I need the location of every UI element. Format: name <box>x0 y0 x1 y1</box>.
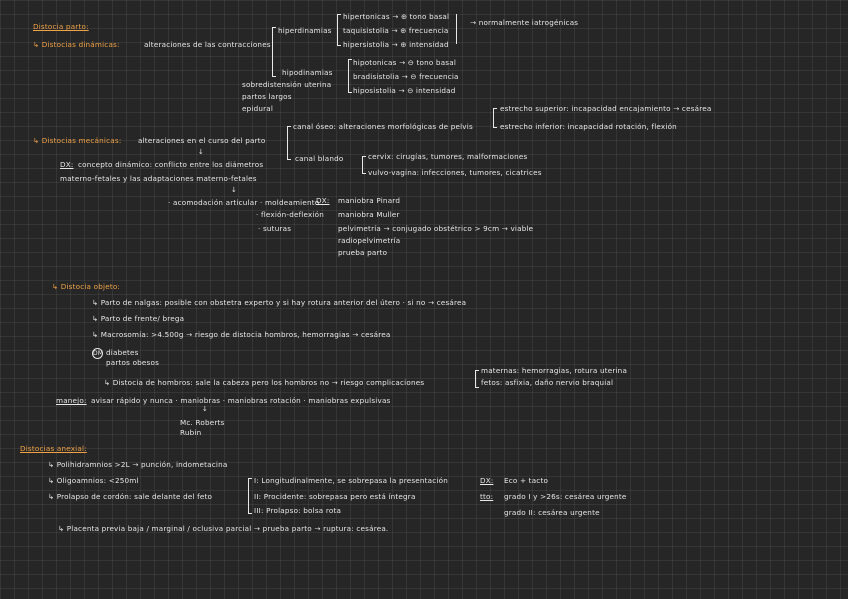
distocia-hombros: ↳ Distocia de hombros: sale la cabeza pe… <box>104 378 425 387</box>
anexial-item-1: ↳ Polihidramnios >2L → punción, indometa… <box>48 460 228 469</box>
tto-label: tto: <box>480 492 494 501</box>
dx-label-mecanicas: DX: <box>60 160 74 169</box>
mcroberts: Mc. Roberts <box>180 418 225 427</box>
suturas: · suturas <box>258 224 292 233</box>
prolapso-grado-1: I: Longitudinalmente, se sobrepasa la pr… <box>254 476 448 485</box>
hipodinamias-label: hipodinamias <box>282 68 333 77</box>
anexial-title: Distocias anexial: <box>20 444 87 453</box>
dx-anexial: Eco + tacto <box>504 476 549 485</box>
section-title-distocia-parto: Distocia parto: <box>33 22 89 31</box>
brace-dinamicas <box>272 27 276 77</box>
hipo-item-3: hiposistolia → ⊖ intensidad <box>353 86 456 95</box>
prolapso-grado-2: II: Procidente: sobrepasa pero está ínte… <box>254 492 416 501</box>
dx-label-anexial: DX: <box>480 476 494 485</box>
brace-hiper <box>337 14 341 46</box>
anexial-item-3: ↳ Prolapso de cordón: sale delante del f… <box>48 492 213 501</box>
hipo-item-2: bradisistolia → ⊖ frecuencia <box>353 72 459 81</box>
hipo-cause-1: sobredistensión uterina <box>242 80 332 89</box>
mecanicas-desc: alteraciones en el curso del parto <box>138 136 266 145</box>
arrow-down-1: ↓ <box>198 148 204 156</box>
brace-hipo <box>348 59 352 93</box>
estrecho-superior: estrecho superior: incapacidad encajamie… <box>500 104 712 113</box>
cervix: cervix: cirugías, tumores, malformacione… <box>368 152 528 161</box>
dx-concepto-2: materno-fetales y las adaptaciones mater… <box>60 174 257 183</box>
brace-mecanicas <box>287 126 291 160</box>
dm-badge: DM <box>92 348 103 359</box>
dx-concepto: concepto dinámico: conflicto entre los d… <box>78 160 264 169</box>
hipo-cause-2: partos largos <box>242 92 292 101</box>
canal-blando: canal blando <box>295 154 344 163</box>
hombros-comp-1: maternas: hemorragias, rotura uterina <box>481 366 628 375</box>
hiper-item-1: hipertonicas → ⊕ tono basal <box>343 12 450 21</box>
hombros-comp-2: fetos: asfixia, daño nervio braquial <box>481 378 614 387</box>
arrow-down-2: ↓ <box>231 186 237 194</box>
flexion: · flexión-deflexión <box>256 210 324 219</box>
objeto-item-2: ↳ Parto de frente/ brega <box>92 314 185 323</box>
manejo-label: manejo: <box>56 396 87 405</box>
objeto-item-1: ↳ Parto de nalgas: posible con obstetra … <box>92 298 467 307</box>
dm-line-2: partos obesos <box>106 358 160 367</box>
prolapso-grado-3: III: Prolapso: bolsa rota <box>254 506 342 515</box>
vulvo-vagina: vulvo-vagina: infecciones, tumores, cica… <box>368 168 542 177</box>
acomodacion: · acomodación articular · moldeamiento <box>168 198 320 207</box>
maniobra-1: maniobra Pinard <box>338 196 401 205</box>
tto-1: grado I y >26s: cesárea urgente <box>504 492 627 501</box>
canal-oseo: canal óseo: alteraciones morfológicas de… <box>293 122 473 131</box>
hipo-cause-3: epidural <box>242 104 274 113</box>
dm-circle: DM <box>92 348 104 359</box>
dx-label-maniobras: DX: <box>316 196 330 205</box>
rubin: Rubin <box>180 428 202 437</box>
hiper-item-2: taquisistolia → ⊕ frecuencia <box>343 26 449 35</box>
anexial-item-2: ↳ Oligoamnios: <250ml <box>48 476 139 485</box>
hipo-item-1: hipotonicas → ⊖ tono basal <box>353 58 457 67</box>
manejo-text: avisar rápido y nunca · maniobras · mani… <box>91 396 391 405</box>
hiper-item-3: hipersistolia → ⊕ intensidad <box>343 40 449 49</box>
brace-estrecho <box>493 108 497 128</box>
hiper-right-line <box>456 14 457 44</box>
dinamicas-desc: alteraciones de las contracciones <box>144 40 271 49</box>
estrecho-inferior: estrecho inferior: incapacidad rotación,… <box>500 122 677 131</box>
maniobra-2: maniobra Muller <box>338 210 400 219</box>
placenta-previa: ↳ Placenta previa baja / marginal / oclu… <box>58 524 389 533</box>
arrow-down-3: ↓ <box>202 405 208 413</box>
maniobra-3: pelvimetría → conjugado obstétrico > 9cm… <box>338 224 534 233</box>
tto-2: grado II: cesárea urgente <box>504 508 600 517</box>
objeto-label: ↳ Distocia objeto: <box>52 282 121 291</box>
brace-hombros <box>475 370 479 388</box>
maniobra-4: radiopelvimetría <box>338 236 401 245</box>
objeto-item-3: ↳ Macrosomía: >4.500g → riesgo de distoc… <box>92 330 391 339</box>
brace-canal-blando <box>362 156 366 174</box>
hiper-result: → normalmente iatrogénicas <box>470 18 579 27</box>
hiperdinamias-label: hiperdinamias <box>278 26 332 35</box>
dm-line-1: diabetes <box>106 348 139 357</box>
brace-prolapso <box>248 478 252 514</box>
dinamicas-label: ↳ Distocias dinámicas: <box>33 40 120 49</box>
mecanicas-label: ↳ Distocias mecánicas: <box>33 136 122 145</box>
maniobra-5: prueba parto <box>338 248 388 257</box>
